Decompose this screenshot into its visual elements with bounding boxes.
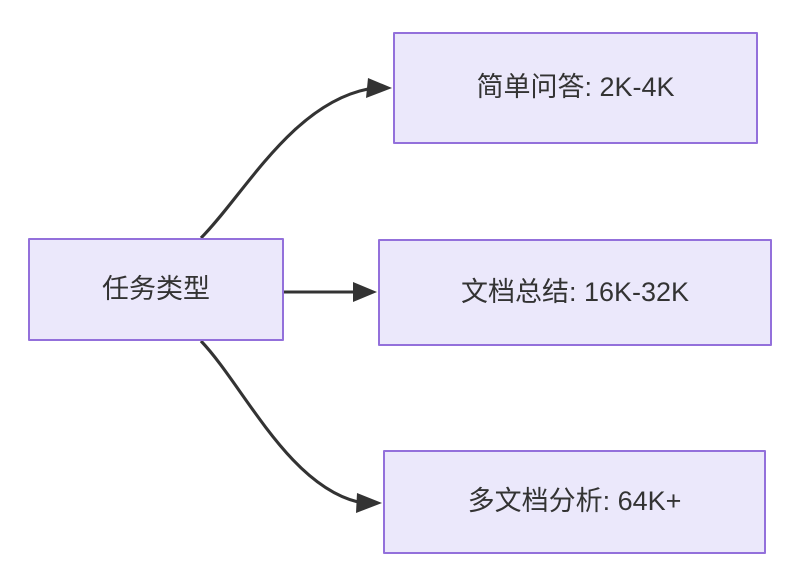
node-multi-doc[interactable]: 多文档分析: 64K+	[383, 450, 766, 554]
node-simple-qa-label: 简单问答: 2K-4K	[476, 72, 675, 103]
node-simple-qa[interactable]: 简单问答: 2K-4K	[393, 32, 758, 144]
node-doc-summary[interactable]: 文档总结: 16K-32K	[378, 239, 772, 346]
node-task-type-label: 任务类型	[102, 273, 210, 304]
node-task-type[interactable]: 任务类型	[28, 238, 284, 341]
edge-arrowhead-doc-summary	[353, 282, 377, 302]
edge-arrowhead-simple-qa	[366, 78, 392, 98]
node-multi-doc-label: 多文档分析: 64K+	[467, 486, 682, 517]
edge-path-multi-doc	[199, 339, 359, 504]
edge-task-type-to-multi-doc	[199, 339, 382, 513]
edge-task-type-to-simple-qa	[199, 78, 392, 240]
node-doc-summary-label: 文档总结: 16K-32K	[460, 276, 690, 307]
edge-arrowhead-multi-doc	[356, 493, 382, 513]
edge-path-simple-qa	[199, 87, 369, 240]
edge-task-type-to-doc-summary	[284, 282, 377, 302]
